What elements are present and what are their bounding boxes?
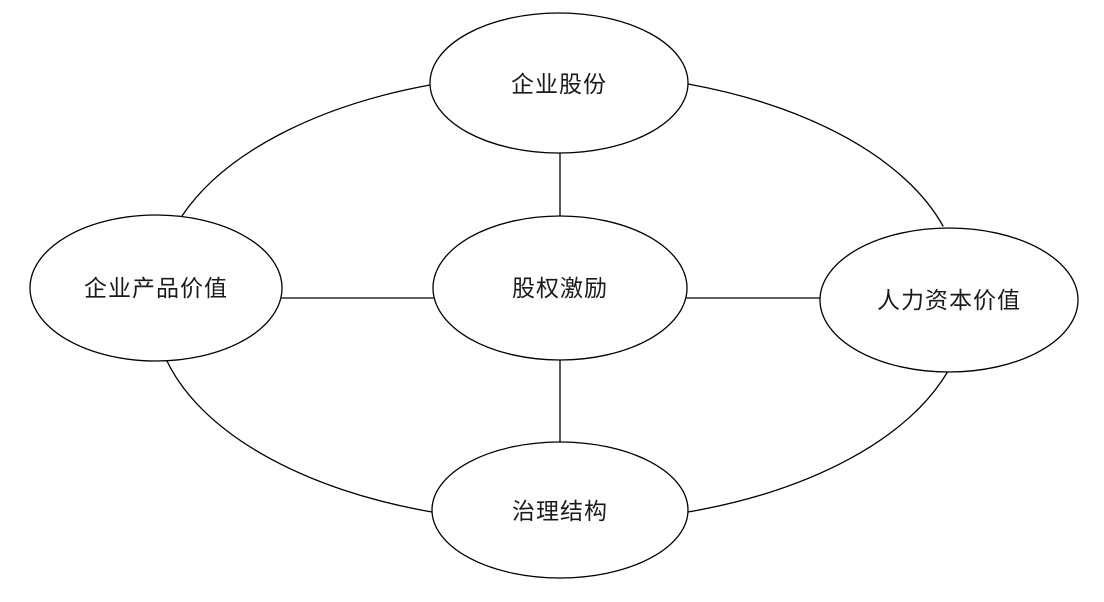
node-ellipse-company-shares	[429, 12, 689, 154]
edge-arc-right-bottom	[687, 370, 949, 513]
node-label-equity-incentive: 股权激励	[512, 275, 608, 301]
node-ellipse-product-value	[29, 214, 283, 362]
node-ellipse-governance-structure	[431, 441, 689, 579]
node-label-human-capital-value: 人力资本价值	[877, 287, 1021, 313]
node-label-product-value: 企业产品价值	[84, 275, 228, 301]
node-label-company-shares: 企业股份	[511, 71, 607, 97]
edge-arc-top-right	[687, 83, 944, 227]
node-ellipse-human-capital-value	[819, 227, 1079, 373]
edge-layer	[166, 83, 949, 513]
label-layer: 股权激励 企业股份 企业产品价值 人力资本价值 治理结构	[84, 71, 1021, 524]
node-label-governance-structure: 治理结构	[512, 498, 608, 524]
node-layer	[29, 12, 1079, 579]
edge-arc-bottom-left	[166, 360, 433, 513]
node-ellipse-equity-incentive	[432, 215, 688, 361]
edge-arc-left-top	[181, 84, 431, 217]
